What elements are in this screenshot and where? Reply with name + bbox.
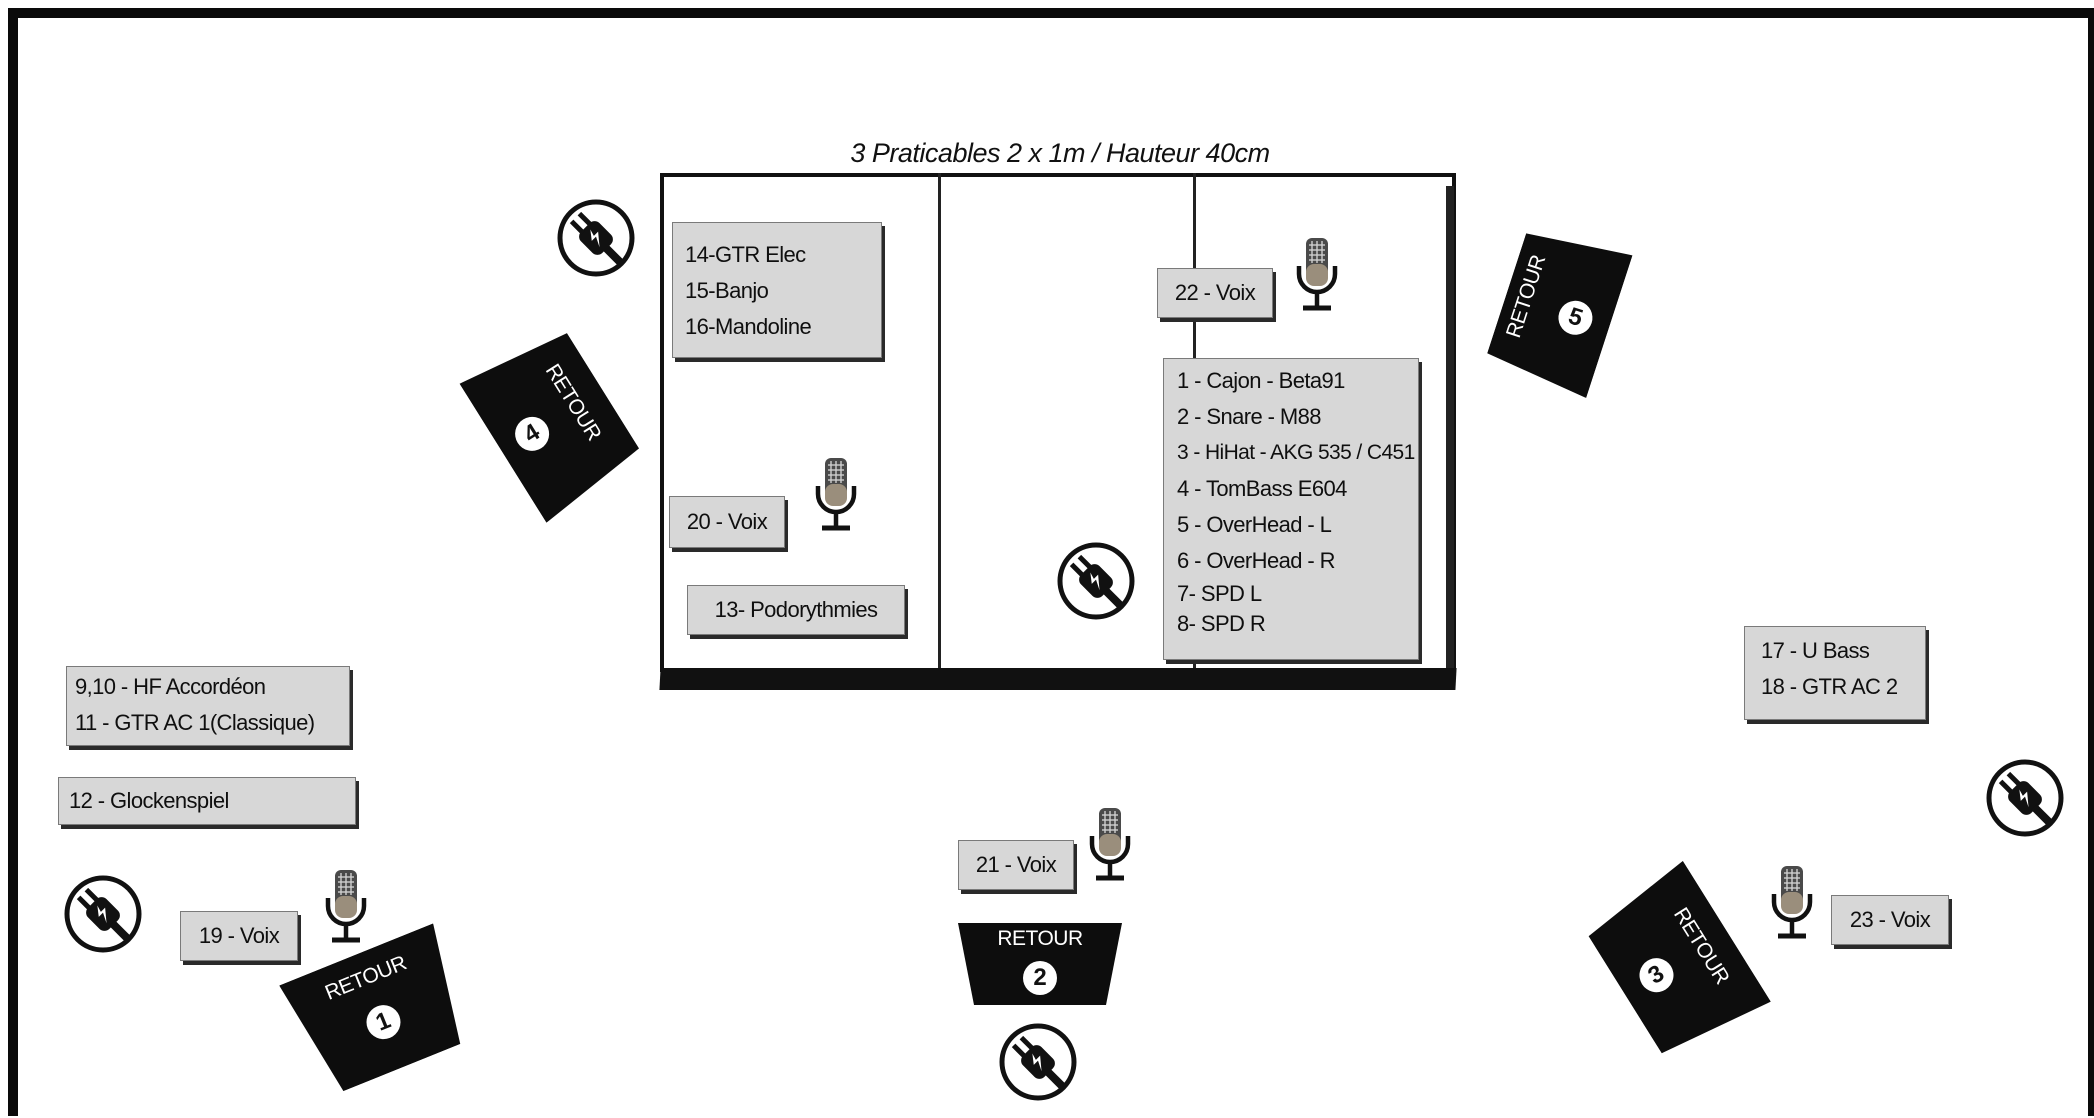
retour-2-number: 2: [1023, 961, 1057, 995]
drums-line-4: 4 - TomBass E604: [1177, 476, 1347, 501]
microphone-icon: [1089, 808, 1131, 881]
power-plug-icon: [1986, 759, 2064, 837]
power-plug-icon: [999, 1023, 1077, 1101]
podorythmies-label: 13- Podorythmies: [714, 597, 878, 622]
wedge-shape: [1588, 860, 1771, 1054]
voix-20-label: 20 - Voix: [686, 509, 768, 534]
drums-line-2: 2 - Snare - M88: [1177, 404, 1321, 429]
retour-2-wedge: RETOUR 2: [958, 923, 1122, 1005]
drums-box: 1 - Cajon - Beta91 2 - Snare - M88 3 - H…: [1163, 358, 1419, 660]
strings-line-2: 15-Banjo: [685, 278, 769, 303]
strings-line-3: 16-Mandoline: [685, 314, 812, 339]
voix-21-box: 21 - Voix: [958, 840, 1074, 890]
voix-19-label: 19 - Voix: [198, 923, 280, 948]
ubass-line-1: 17 - U Bass: [1761, 638, 1870, 663]
accordeon-line-2: 11 - GTR AC 1(Classique): [75, 710, 315, 735]
retour-5-wedge: RETOUR 5: [1483, 222, 1633, 399]
podorythmies-box: 13- Podorythmies: [687, 585, 905, 635]
ubass-line-2: 18 - GTR AC 2: [1761, 674, 1898, 699]
drums-line-7: 7- SPD L: [1177, 581, 1262, 606]
drums-line-8: 8- SPD R: [1177, 611, 1266, 636]
retour-2-label: RETOUR: [997, 927, 1083, 950]
riser-side-edge: [1446, 186, 1454, 686]
voix-22-box: 22 - Voix: [1157, 268, 1273, 318]
strings-box: 14-GTR Elec 15-Banjo 16-Mandoline: [672, 222, 882, 358]
ubass-box: 17 - U Bass 18 - GTR AC 2: [1744, 626, 1926, 720]
voix-21-label: 21 - Voix: [975, 852, 1057, 877]
riser-divider-1: [938, 173, 941, 668]
power-plug-icon: [557, 199, 635, 277]
retour-3-wedge: RETOUR 3: [1581, 860, 1771, 1065]
power-plug-icon: [1057, 542, 1135, 620]
voix-22-label: 22 - Voix: [1174, 280, 1256, 305]
glockenspiel-box: 12 - Glockenspiel: [58, 777, 356, 825]
voix-20-box: 20 - Voix: [669, 496, 785, 548]
microphone-icon: [1296, 238, 1338, 311]
riser-title: 3 Praticables 2 x 1m / Hauteur 40cm: [850, 138, 1270, 168]
retour-1-wedge: RETOUR 1: [279, 923, 479, 1098]
power-plug-icon: [64, 875, 142, 953]
wedge-shape: [459, 333, 640, 523]
riser-base-edge: [659, 668, 1457, 690]
retour-4-wedge: RETOUR 4: [459, 321, 647, 523]
voix-23-label: 23 - Voix: [1849, 907, 1931, 932]
drums-line-5: 5 - OverHead - L: [1177, 512, 1332, 537]
microphone-icon: [815, 458, 857, 531]
stage-frame: [8, 8, 2094, 1116]
voix-19-box: 19 - Voix: [180, 911, 298, 961]
accordeon-line-1: 9,10 - HF Accordéon: [75, 674, 266, 699]
voix-23-box: 23 - Voix: [1831, 895, 1949, 945]
microphone-icon: [325, 870, 367, 943]
strings-line-1: 14-GTR Elec: [685, 242, 806, 267]
microphone-icon: [1771, 866, 1813, 939]
wedge-shape: [279, 923, 461, 1092]
accordeon-box: 9,10 - HF Accordéon 11 - GTR AC 1(Classi…: [66, 666, 350, 746]
drums-line-6: 6 - OverHead - R: [1177, 548, 1336, 573]
glockenspiel-label: 12 - Glockenspiel: [69, 788, 229, 813]
drums-line-3: 3 - HiHat - AKG 535 / C451: [1177, 441, 1415, 464]
drums-line-1: 1 - Cajon - Beta91: [1177, 368, 1345, 393]
